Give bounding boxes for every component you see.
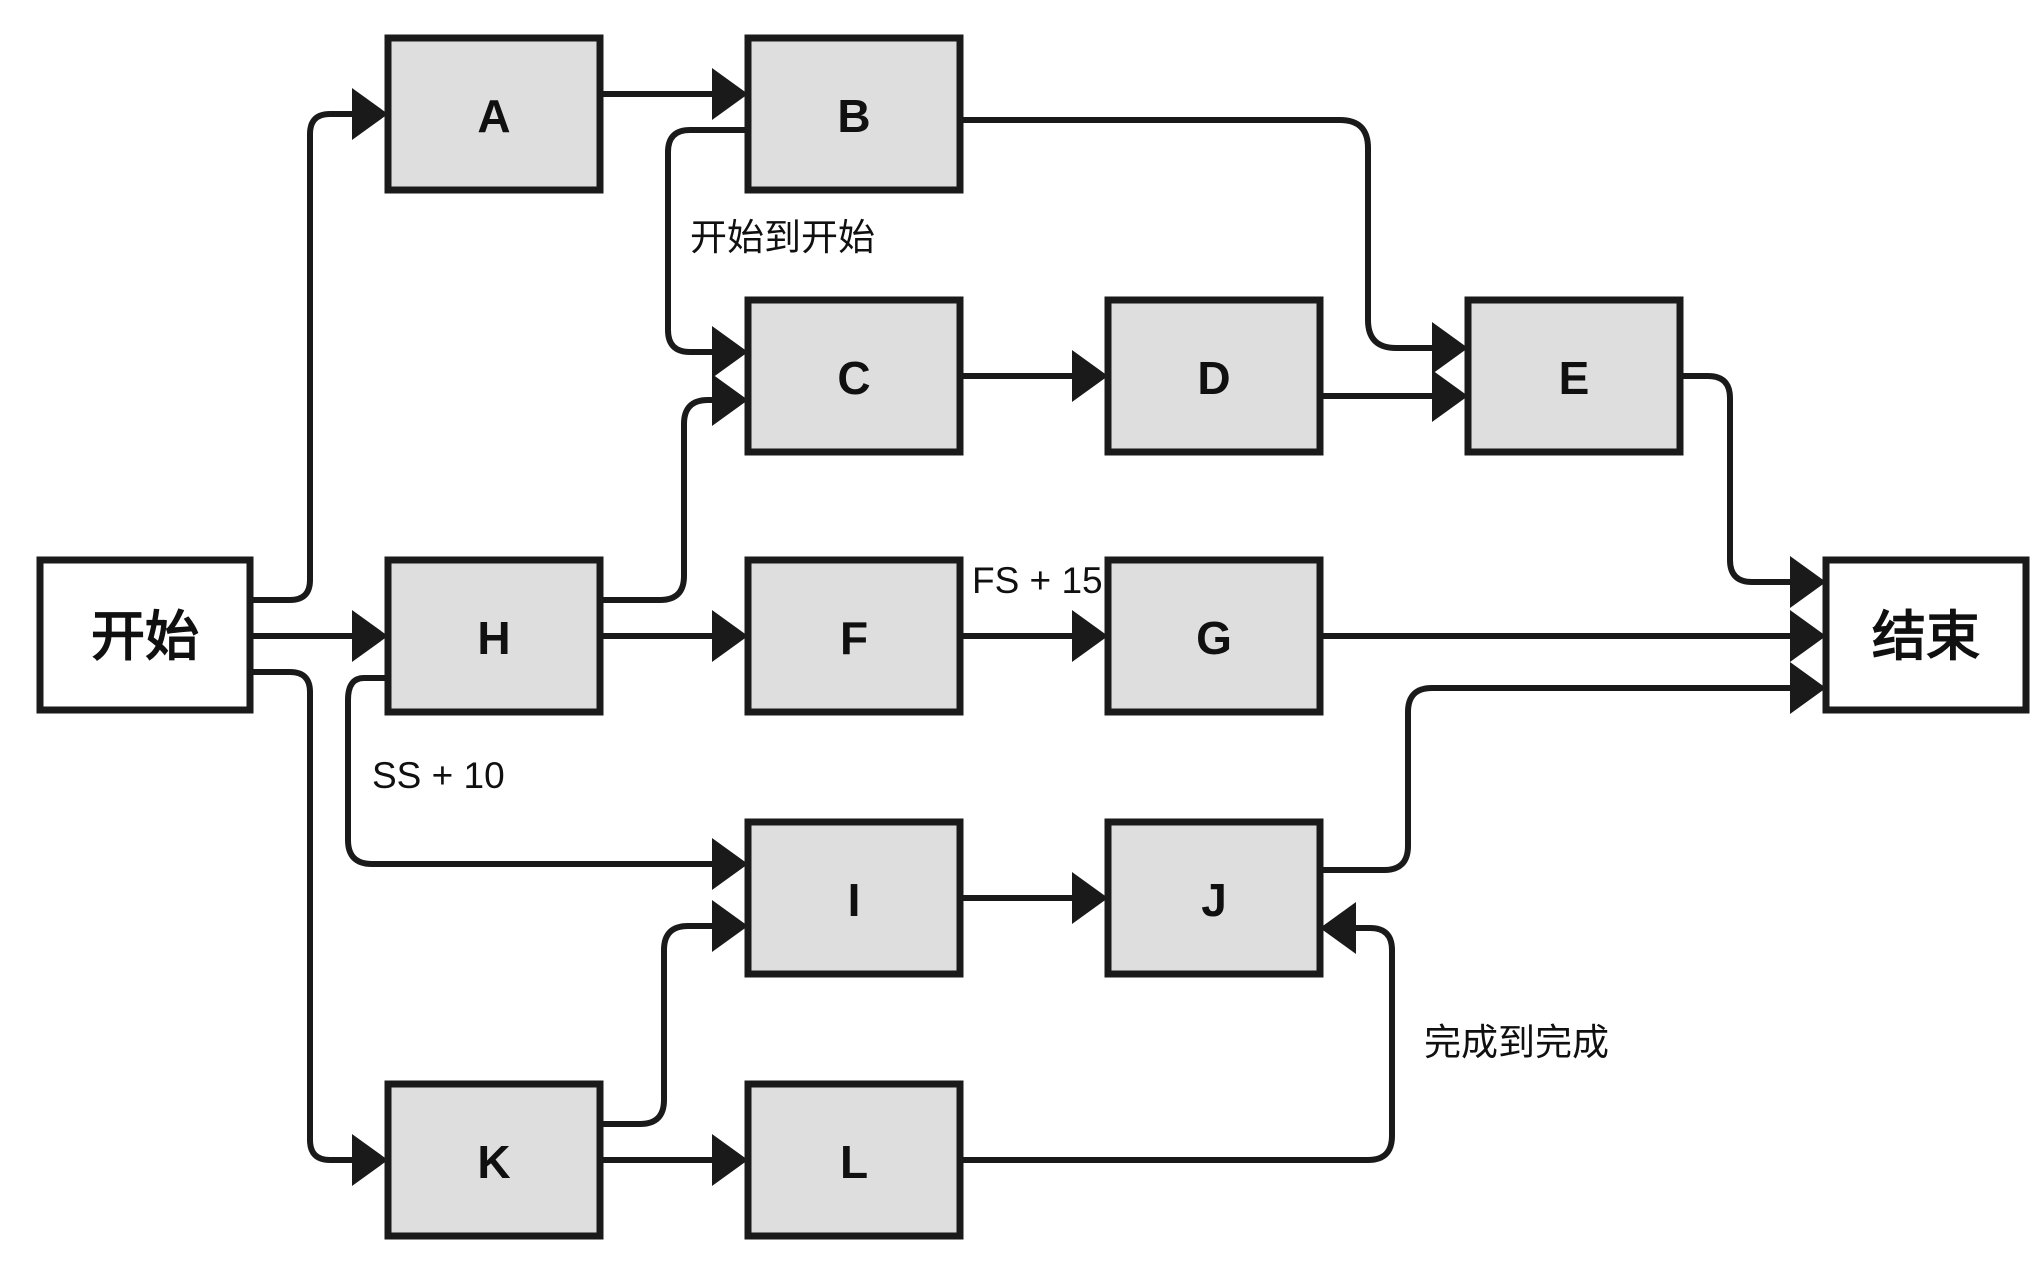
node-l[interactable]: L: [744, 1080, 964, 1240]
edge-b-to-c[interactable]: [665, 127, 748, 378]
edge-c-to-d[interactable]: [960, 350, 1108, 402]
edge-start-to-h[interactable]: [250, 610, 388, 662]
edge-e-to-end-path: [1680, 373, 1790, 585]
arrow-head-h1: [352, 610, 388, 662]
edge-b-to-e-path: [960, 117, 1432, 351]
arrow-head-l: [712, 1134, 748, 1186]
node-end-label: 结束: [1872, 607, 1980, 667]
arrow-head-f: [712, 610, 748, 662]
arrow-head-end3: [1790, 662, 1826, 714]
node-b-label: B: [837, 90, 870, 142]
edge-label-start-to-start: 开始到开始: [690, 217, 875, 258]
node-h[interactable]: H: [384, 556, 604, 716]
node-l-label: L: [840, 1136, 868, 1188]
edge-j-to-end-path: [1320, 685, 1790, 873]
node-c-label: C: [837, 352, 870, 404]
node-c[interactable]: C: [744, 296, 964, 456]
arrow-head-d: [1072, 350, 1108, 402]
node-e-rect: [1464, 296, 1684, 456]
node-g[interactable]: G: [1104, 556, 1324, 716]
node-layer: 开始 A B C D E H F: [36, 34, 2030, 1240]
edge-k-to-i[interactable]: [600, 900, 748, 1127]
node-j-rect: [1104, 818, 1324, 978]
edge-i-to-j[interactable]: [960, 872, 1108, 924]
edge-b-to-e[interactable]: [960, 117, 1468, 374]
edge-l-to-j[interactable]: [960, 902, 1395, 1163]
arrow-head-end2: [1790, 610, 1826, 662]
arrow-head-e1: [1432, 322, 1468, 374]
node-g-rect: [1104, 556, 1324, 716]
edge-label-finish-to-finish: 完成到完成: [1424, 1022, 1609, 1063]
edge-g-to-end[interactable]: [1320, 610, 1826, 662]
edge-start-to-k-path: [250, 669, 352, 1163]
node-f-rect: [744, 556, 964, 716]
node-k[interactable]: K: [384, 1080, 604, 1240]
node-b[interactable]: B: [744, 34, 964, 194]
arrow-head-end1: [1790, 556, 1826, 608]
arrow-head-e2: [1432, 370, 1468, 422]
edge-j-to-end[interactable]: [1320, 662, 1826, 873]
edge-start-to-a-path: [250, 111, 352, 603]
node-j[interactable]: J: [1104, 818, 1324, 978]
node-a[interactable]: A: [384, 34, 604, 194]
node-d-rect: [1104, 296, 1324, 456]
node-l-rect: [744, 1080, 964, 1240]
node-j-label: J: [1201, 874, 1227, 926]
edge-b-to-c-path: [665, 127, 748, 355]
edge-h-to-i[interactable]: [345, 675, 748, 890]
node-k-rect: [384, 1080, 604, 1240]
edge-f-to-g[interactable]: [960, 610, 1108, 662]
node-g-label: G: [1196, 612, 1232, 664]
edge-label-ss-plus-10: SS + 10: [372, 755, 505, 796]
node-h-rect: [384, 556, 604, 716]
edge-l-to-j-path: [960, 925, 1395, 1163]
arrow-head-c1: [712, 326, 748, 378]
edge-start-to-k[interactable]: [250, 669, 388, 1186]
edge-k-to-i-path: [600, 923, 712, 1127]
arrow-head-j: [1072, 872, 1108, 924]
node-b-rect: [744, 34, 964, 194]
node-e-label: E: [1559, 352, 1590, 404]
node-c-rect: [744, 296, 964, 456]
edge-layer: 开始到开始: [250, 68, 1826, 1186]
node-f[interactable]: F: [744, 556, 964, 716]
edge-h-to-i-path: [345, 675, 712, 867]
arrow-head-g: [1072, 610, 1108, 662]
edge-h-to-c-path: [600, 397, 712, 603]
edge-h-to-c[interactable]: [600, 374, 748, 603]
arrow-head-a: [352, 88, 388, 140]
arrow-head-c2: [712, 374, 748, 426]
node-h-label: H: [477, 612, 510, 664]
edge-start-to-a[interactable]: [250, 88, 388, 603]
node-f-label: F: [840, 612, 868, 664]
node-i-rect: [744, 818, 964, 978]
node-d-label: D: [1197, 352, 1230, 404]
arrow-head-i1: [712, 838, 748, 890]
arrow-head-i2: [712, 900, 748, 952]
node-start[interactable]: 开始: [36, 556, 254, 714]
edge-d-to-e[interactable]: [1320, 370, 1468, 422]
node-e[interactable]: E: [1464, 296, 1684, 456]
node-k-label: K: [477, 1136, 510, 1188]
edge-k-to-l[interactable]: [600, 1134, 748, 1186]
node-end-rect: [1822, 556, 2030, 714]
node-a-rect: [384, 34, 604, 194]
arrow-head-j2: [1320, 902, 1356, 954]
node-d[interactable]: D: [1104, 296, 1324, 456]
edge-a-to-b[interactable]: [600, 68, 748, 120]
edge-e-to-end[interactable]: [1680, 373, 1826, 608]
node-i-label: I: [848, 874, 861, 926]
arrow-head-k: [352, 1134, 388, 1186]
node-start-rect: [36, 556, 254, 714]
node-a-label: A: [477, 90, 510, 142]
edge-label-fs-plus-15: FS + 15: [972, 560, 1103, 601]
arrow-head-b: [712, 68, 748, 120]
node-start-label: 开始: [91, 607, 199, 667]
node-i[interactable]: I: [744, 818, 964, 978]
node-end[interactable]: 结束: [1822, 556, 2030, 714]
edge-h-to-f[interactable]: [600, 610, 748, 662]
